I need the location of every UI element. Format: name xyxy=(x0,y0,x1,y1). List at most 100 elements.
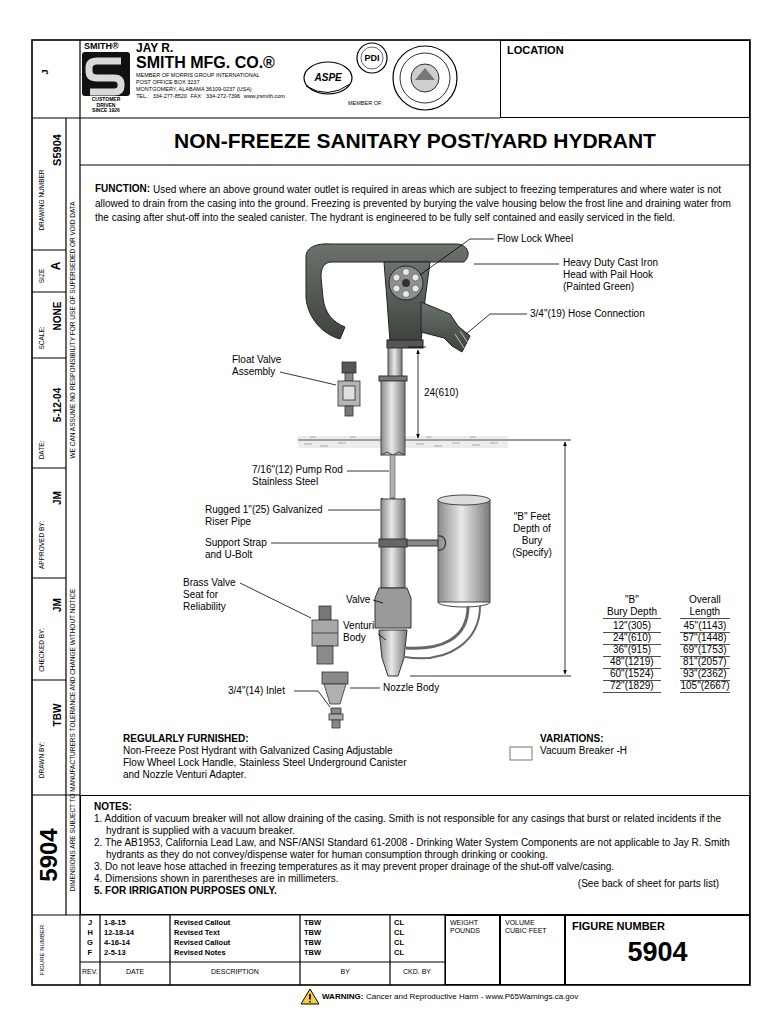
title-block-value: 5-12-04 xyxy=(52,388,63,422)
section-heading: VARIATIONS: xyxy=(540,733,604,745)
warning-text: Cancer and Reproductive Harm - www.P65Wa… xyxy=(366,992,578,1002)
dimension-line xyxy=(408,347,571,676)
sheet-frame xyxy=(299,915,300,985)
canister xyxy=(438,500,490,602)
title-block-value: S5904 xyxy=(51,134,63,166)
company-logo xyxy=(82,52,130,96)
leader-line xyxy=(373,600,383,603)
dimension-line xyxy=(410,676,571,677)
title-block-label: FIGURE NUMBER xyxy=(39,925,46,975)
table-cell: 81"(2057) xyxy=(683,656,727,668)
box-text: 1. Addition of vacuum breaker will not a… xyxy=(94,813,737,837)
support-strap xyxy=(407,540,438,546)
company-address: POST OFFICE BOX 3237 xyxy=(136,79,199,86)
revision-cell: Revised Notes xyxy=(174,948,226,957)
float-valve-assembly xyxy=(343,386,355,400)
association-logos xyxy=(304,43,457,110)
venturi-body xyxy=(379,630,407,676)
dimension-line xyxy=(418,350,419,438)
brass-valve-seat xyxy=(317,646,333,664)
sheet-frame xyxy=(80,164,750,165)
leader-line xyxy=(378,634,386,640)
warning-icon xyxy=(301,989,319,1004)
location-box: LOCATION xyxy=(500,40,750,118)
title-block-value: JM xyxy=(52,491,63,505)
title-block-label: SCALE: xyxy=(38,326,45,349)
hose-thread xyxy=(455,334,464,348)
revision-cell: Revised Callout xyxy=(174,938,230,947)
title-block-label: DRAWING NUMBER xyxy=(38,169,45,230)
revision-cell: F xyxy=(88,948,93,957)
revision-header: CKD. BY xyxy=(403,968,431,976)
flow-lock-wheel xyxy=(393,285,400,292)
flow-lock-wheel xyxy=(389,266,423,300)
canister xyxy=(438,602,490,607)
company-contact: TEL.: 334-277-8520 FAX: 334-272-7396 www… xyxy=(136,93,285,100)
float-valve-assembly xyxy=(345,406,353,416)
valve-body xyxy=(375,588,411,628)
leader-line xyxy=(240,583,311,618)
sheet-frame xyxy=(32,40,750,985)
table-cell: 72"(1829) xyxy=(610,680,654,692)
leader-line xyxy=(350,688,380,689)
table-cell: 45"(1143) xyxy=(684,620,727,632)
callout-label: Nozzle Body xyxy=(383,682,439,694)
flow-lock-wheel xyxy=(403,291,410,298)
callout-label: Rugged 1"(25) Galvanized Riser Pipe xyxy=(205,504,337,528)
section-text: Non-Freeze Post Hydrant with Galvanized … xyxy=(123,745,413,781)
sheet-frame xyxy=(389,915,390,985)
leader-line xyxy=(347,471,389,472)
revision-cell: Revised Callout xyxy=(174,918,230,927)
association-logos xyxy=(411,64,439,92)
sheet-frame xyxy=(32,249,66,250)
leader-line xyxy=(240,239,559,707)
table-header: Bury Depth xyxy=(607,606,657,618)
leader-line xyxy=(474,264,559,265)
title-block-label: DRAWN BY: xyxy=(38,742,45,778)
revision-cell: Revised Text xyxy=(174,928,220,937)
sheet-frame xyxy=(65,118,66,915)
sheet-title: NON-FREEZE SANITARY POST/YARD HYDRANT xyxy=(80,129,750,153)
title-block-label: CHECKED BY: xyxy=(38,628,45,672)
pump-rod xyxy=(390,455,395,498)
box-text: (See back of sheet for parts list) xyxy=(578,878,719,890)
revision-cell: CL xyxy=(394,948,404,957)
revision-cell: TBW xyxy=(304,938,321,947)
table-cell: 69"(1753) xyxy=(683,644,727,656)
box-text: 2. The AB1953, California Lead Law, and … xyxy=(94,837,737,861)
u-bolt xyxy=(438,536,446,550)
leader-line xyxy=(294,691,330,707)
hydrant-illustration xyxy=(306,244,490,728)
revision-header: BY xyxy=(341,968,350,976)
callout-label: Brass Valve Seat for Reliability xyxy=(183,577,255,613)
title-block-label: APPROVED BY: xyxy=(38,521,45,569)
title-block-value: NONE xyxy=(52,302,63,331)
callout-label: Support Strap and U-Bolt xyxy=(205,537,277,561)
brass-valve-seat xyxy=(319,606,331,620)
warning-icon xyxy=(301,989,319,1004)
warning-heading: WARNING: xyxy=(322,992,363,1002)
title-block-label: SIZE xyxy=(38,269,45,283)
callout-label: Venturi Body xyxy=(343,620,377,644)
revision-cell: 4-16-14 xyxy=(104,938,130,947)
member-label: MEMBER OF: xyxy=(348,100,383,107)
association-logos xyxy=(415,68,435,80)
drain-tube xyxy=(406,606,468,648)
warning-icon xyxy=(309,994,311,1000)
sheet-frame xyxy=(32,467,66,468)
brass-valve-seat xyxy=(312,606,338,664)
float-valve-assembly xyxy=(345,373,353,381)
upper-pipe xyxy=(388,348,402,378)
casing-cap xyxy=(379,376,407,381)
table-cell: 57"(1448) xyxy=(683,632,727,644)
figure-number: 5904 xyxy=(36,828,62,881)
table-cell: 105"(2667) xyxy=(681,680,730,692)
weight-box: WEIGHT POUNDS xyxy=(445,915,500,985)
revision-cell: G xyxy=(87,938,93,947)
brass-valve-seat xyxy=(312,633,338,634)
flow-lock-wheel xyxy=(393,274,400,281)
inlet-part xyxy=(331,708,341,714)
logo-text: SMITH® xyxy=(84,41,119,52)
revision-cell: TBW xyxy=(304,928,321,937)
association-logos xyxy=(357,43,387,73)
